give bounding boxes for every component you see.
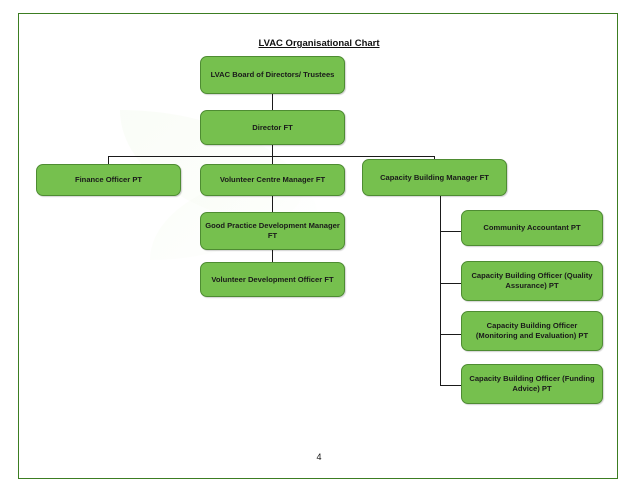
connector-cbm-spine (440, 196, 441, 386)
connector-director-bus (108, 156, 434, 157)
org-node-volunteer-centre-manager-label: Volunteer Centre Manager FT (219, 175, 326, 185)
org-node-capacity-building-manager[interactable]: Capacity Building Manager FT (362, 159, 507, 196)
org-node-cbo-funding-advice-label: Capacity Building Officer (Funding Advic… (469, 374, 595, 393)
connector-cbm-cbo-fa (440, 385, 461, 386)
org-node-cbo-funding-advice[interactable]: Capacity Building Officer (Funding Advic… (461, 364, 603, 404)
org-node-finance-officer[interactable]: Finance Officer PT (36, 164, 181, 196)
org-node-director-label: Director FT (252, 122, 293, 132)
org-node-cbo-quality-assurance[interactable]: Capacity Building Officer (Quality Assur… (461, 261, 603, 301)
org-node-cbo-quality-assurance-label: Capacity Building Officer (Quality Assur… (471, 271, 593, 290)
org-node-volunteer-development-officer[interactable]: Volunteer Development Officer FT (200, 262, 345, 297)
org-node-volunteer-centre-manager[interactable]: Volunteer Centre Manager FT (200, 164, 345, 196)
connector-director-finance (108, 156, 109, 164)
org-node-cbo-monitoring-evaluation-label: Capacity Building Officer (Monitoring an… (475, 321, 589, 340)
org-node-community-accountant[interactable]: Community Accountant PT (461, 210, 603, 246)
connector-board-director (272, 94, 273, 110)
connector-cbm-cbo-me (440, 334, 461, 335)
org-node-board[interactable]: LVAC Board of Directors/ Trustees (200, 56, 345, 94)
org-node-finance-officer-label: Finance Officer PT (74, 175, 143, 185)
connector-gpdm-vdo (272, 250, 273, 262)
org-node-capacity-building-manager-label: Capacity Building Manager FT (380, 172, 489, 182)
org-node-good-practice-development-manager[interactable]: Good Practice Development Manager FT (200, 212, 345, 250)
org-node-community-accountant-label: Community Accountant PT (483, 223, 581, 233)
connector-director-vcm (272, 156, 273, 164)
org-node-volunteer-development-officer-label: Volunteer Development Officer FT (211, 274, 334, 284)
page-number: 4 (316, 452, 322, 462)
org-node-cbo-monitoring-evaluation[interactable]: Capacity Building Officer (Monitoring an… (461, 311, 603, 351)
org-node-good-practice-development-manager-label: Good Practice Development Manager FT (205, 221, 340, 240)
connector-cbm-cbo-qa (440, 283, 461, 284)
connector-director-stub (272, 145, 273, 156)
page-title: LVAC Organisational Chart (258, 38, 380, 49)
connector-cbm-ca (440, 231, 461, 232)
connector-vcm-gpdm (272, 196, 273, 212)
org-node-director[interactable]: Director FT (200, 110, 345, 145)
org-node-board-label: LVAC Board of Directors/ Trustees (210, 70, 335, 80)
